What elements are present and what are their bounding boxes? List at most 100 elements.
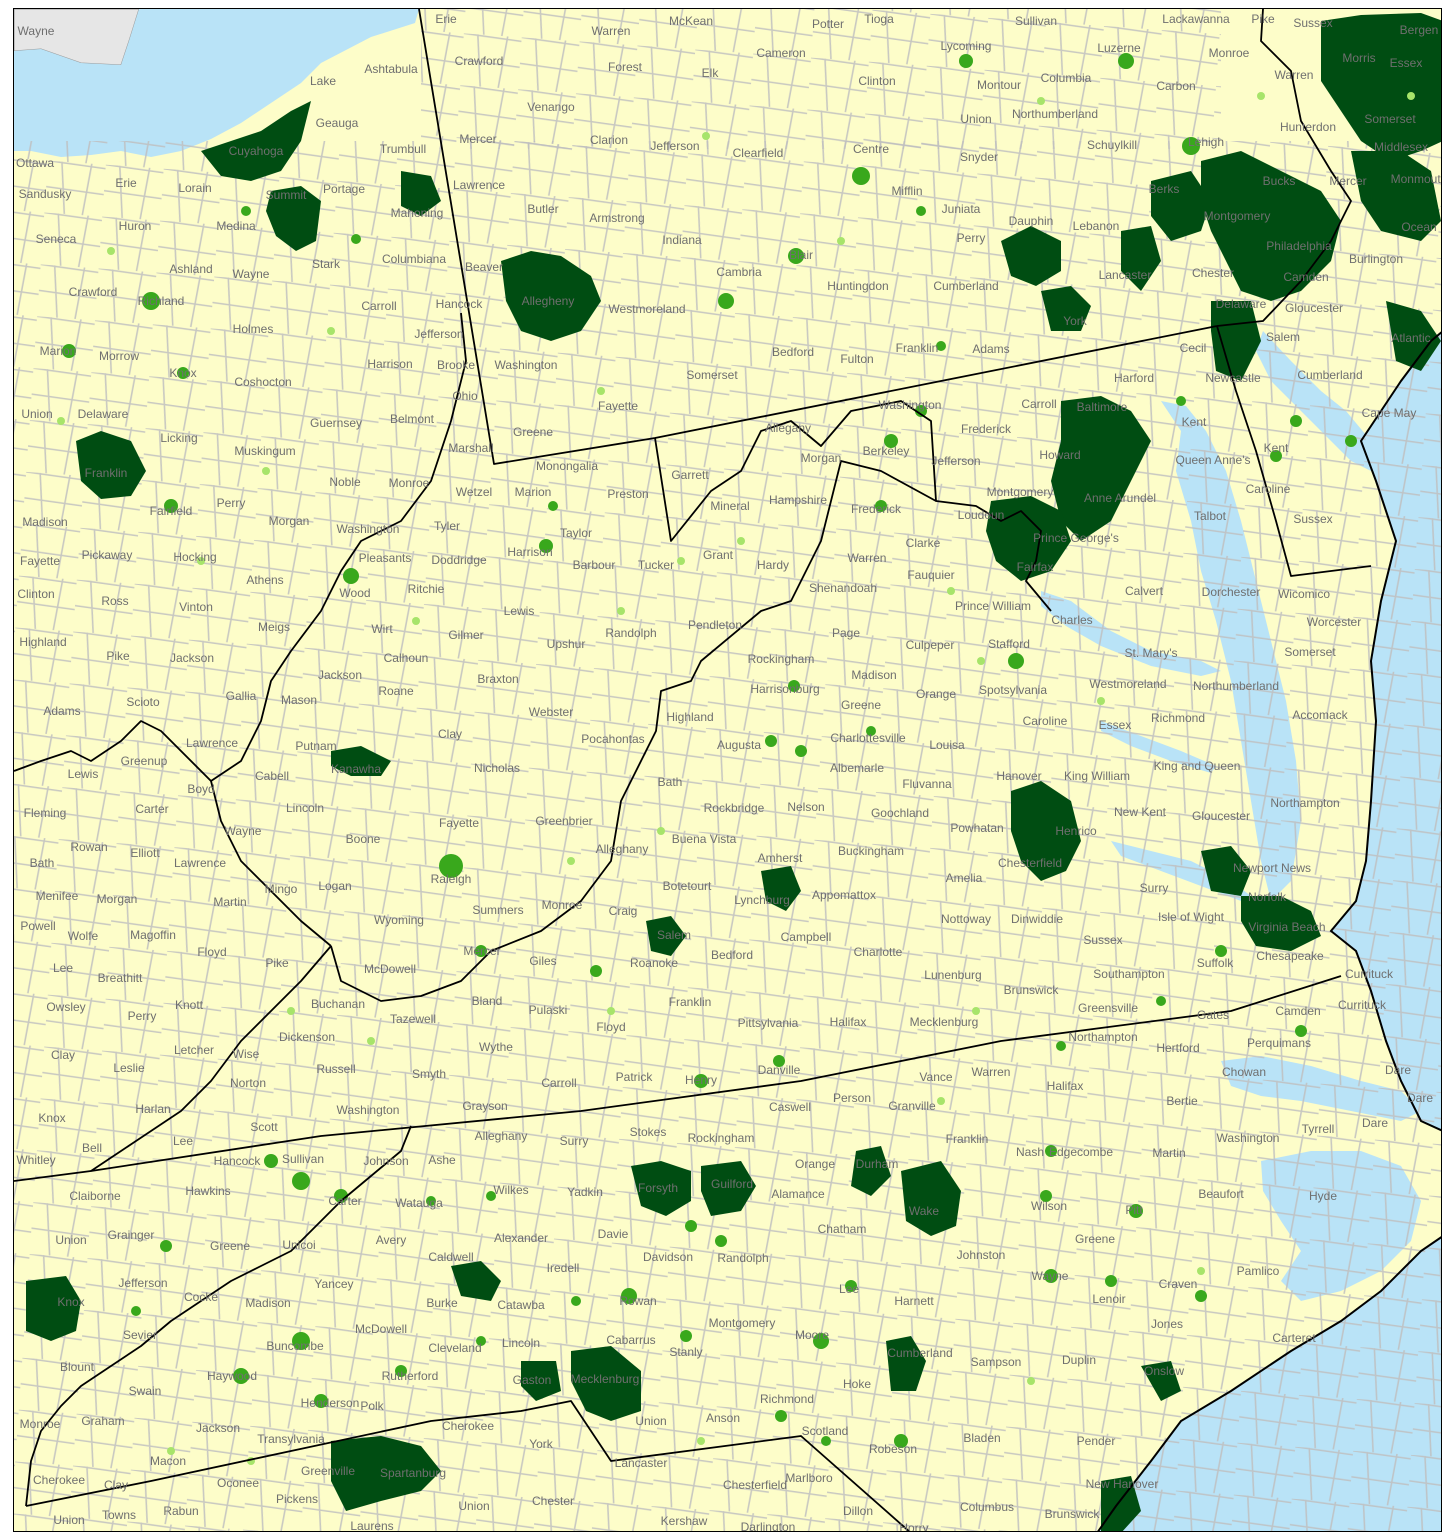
county-label: Rutherford (382, 1369, 439, 1383)
county-label: Camden (1283, 270, 1328, 284)
county-label: Hancock (436, 297, 484, 311)
county-label: Greensville (1078, 1001, 1138, 1015)
county-label: Wood (339, 586, 370, 600)
county-label: Washington (495, 358, 558, 372)
county-label: Pocahontas (581, 732, 644, 746)
county-label: Lee (53, 961, 73, 975)
county-label: Cecil (1180, 341, 1207, 355)
county-label: Suffolk (1197, 956, 1234, 970)
county-label: Portage (323, 182, 365, 196)
county-label: Montgomery (1204, 209, 1271, 223)
county-label: Dillon (843, 1504, 873, 1518)
county-label: Wyoming (374, 913, 424, 927)
county-label: Howard (1039, 448, 1080, 462)
county-label: Spartanburg (380, 1466, 446, 1480)
county-label: Cape May (1362, 406, 1417, 420)
county-label: Davidson (643, 1250, 693, 1264)
county-label: Tucker (638, 558, 674, 572)
county-label: Essex (1099, 718, 1132, 732)
county-label: Hancock (214, 1154, 262, 1168)
county-label: Wolfe (68, 929, 99, 943)
county-label: Augusta (717, 738, 761, 752)
county-label: Montgomery (987, 485, 1054, 499)
county-label: Boyd (187, 782, 214, 796)
county-label: Hampshire (769, 493, 827, 507)
county-label: Atlantic (1391, 331, 1430, 345)
county-label: Letcher (174, 1043, 214, 1057)
county-label: Monmouth (1391, 172, 1442, 186)
county-label: Johnston (957, 1248, 1006, 1262)
county-label: Northumberland (1012, 107, 1098, 121)
county-label: Fairfax (1017, 560, 1054, 574)
county-label: Charles (1051, 613, 1092, 627)
county-label: Northumberland (1193, 679, 1279, 693)
county-label: Union (635, 1414, 666, 1428)
county-label: Ashe (428, 1153, 456, 1167)
county-label: Clinton (17, 587, 54, 601)
county-label: Chesterfield (723, 1478, 787, 1492)
county-label: Venango (527, 100, 575, 114)
county-label: Carroll (361, 299, 396, 313)
county-label: Avery (376, 1233, 406, 1247)
county-label: Kent (1182, 415, 1207, 429)
county-label: Lincoln (286, 801, 324, 815)
county-label: Geauga (316, 116, 359, 130)
county-label: Westmoreland (608, 302, 685, 316)
county-label: Sandusky (19, 187, 72, 201)
county-label: Elliott (130, 846, 160, 860)
county-label: Clarke (906, 536, 941, 550)
county-label: Braxton (477, 672, 518, 686)
county-label: Fulton (840, 352, 873, 366)
county-label: Kershaw (661, 1514, 708, 1528)
county-label: Dauphin (1009, 214, 1054, 228)
county-label: Whitley (16, 1153, 55, 1167)
county-label: Calhoun (384, 651, 429, 665)
county-label: Jefferson (931, 454, 980, 468)
county-label: Amherst (758, 851, 803, 865)
county-label: Lancaster (1099, 268, 1152, 282)
county-label: Washington (879, 398, 942, 412)
county-label: Burlington (1349, 252, 1403, 266)
county-label: Tazewell (390, 1012, 436, 1026)
county-label: Accomack (1292, 708, 1348, 722)
county-label: Magoffin (130, 928, 176, 942)
county-label: Mason (281, 693, 317, 707)
county-label: Knox (57, 1295, 84, 1309)
urban-area-map[interactable]: WayneErieWarrenMcKeanPotterTiogaSullivan… (14, 9, 1442, 1532)
county-label: Bedford (711, 948, 753, 962)
county-label: Gaston (513, 1373, 552, 1387)
county-label: Somerset (1284, 645, 1336, 659)
county-label: Owsley (46, 1000, 85, 1014)
county-label: Columbia (1041, 71, 1092, 85)
county-label: Harrison (507, 545, 552, 559)
county-label: Lackawanna (1162, 12, 1230, 26)
county-label: Roane (378, 684, 414, 698)
county-label: Hertford (1156, 1041, 1199, 1055)
county-label: Baltimore (1077, 400, 1128, 414)
county-label: Salem (657, 928, 691, 942)
county-label: Dinwiddie (1011, 912, 1063, 926)
county-label: Doddridge (431, 553, 487, 567)
county-label: Rowan (619, 1294, 656, 1308)
county-label: Bath (30, 856, 55, 870)
county-label: Greenup (121, 754, 168, 768)
county-label: Pike (106, 649, 130, 663)
county-label: Carter (328, 1194, 361, 1208)
county-label: Jefferson (414, 327, 463, 341)
county-label: Lee (839, 1282, 859, 1296)
county-label: Currituck (1338, 998, 1387, 1012)
county-label: Caldwell (428, 1250, 473, 1264)
county-label: Licking (160, 431, 197, 445)
county-label: Monroe (20, 1417, 61, 1431)
county-label: Union (960, 112, 991, 126)
county-label: Randolph (717, 1251, 768, 1265)
county-label: Polk (360, 1399, 384, 1413)
county-label: New Kent (1114, 805, 1167, 819)
county-label: Pulaski (529, 1003, 568, 1017)
county-label: Middlesex (1374, 140, 1428, 154)
county-label: Orange (916, 687, 956, 701)
county-label: Charlotte (854, 945, 903, 959)
county-label: Franklin (896, 341, 939, 355)
county-label: Spotsylvania (979, 683, 1047, 697)
county-label: Macon (150, 1454, 186, 1468)
